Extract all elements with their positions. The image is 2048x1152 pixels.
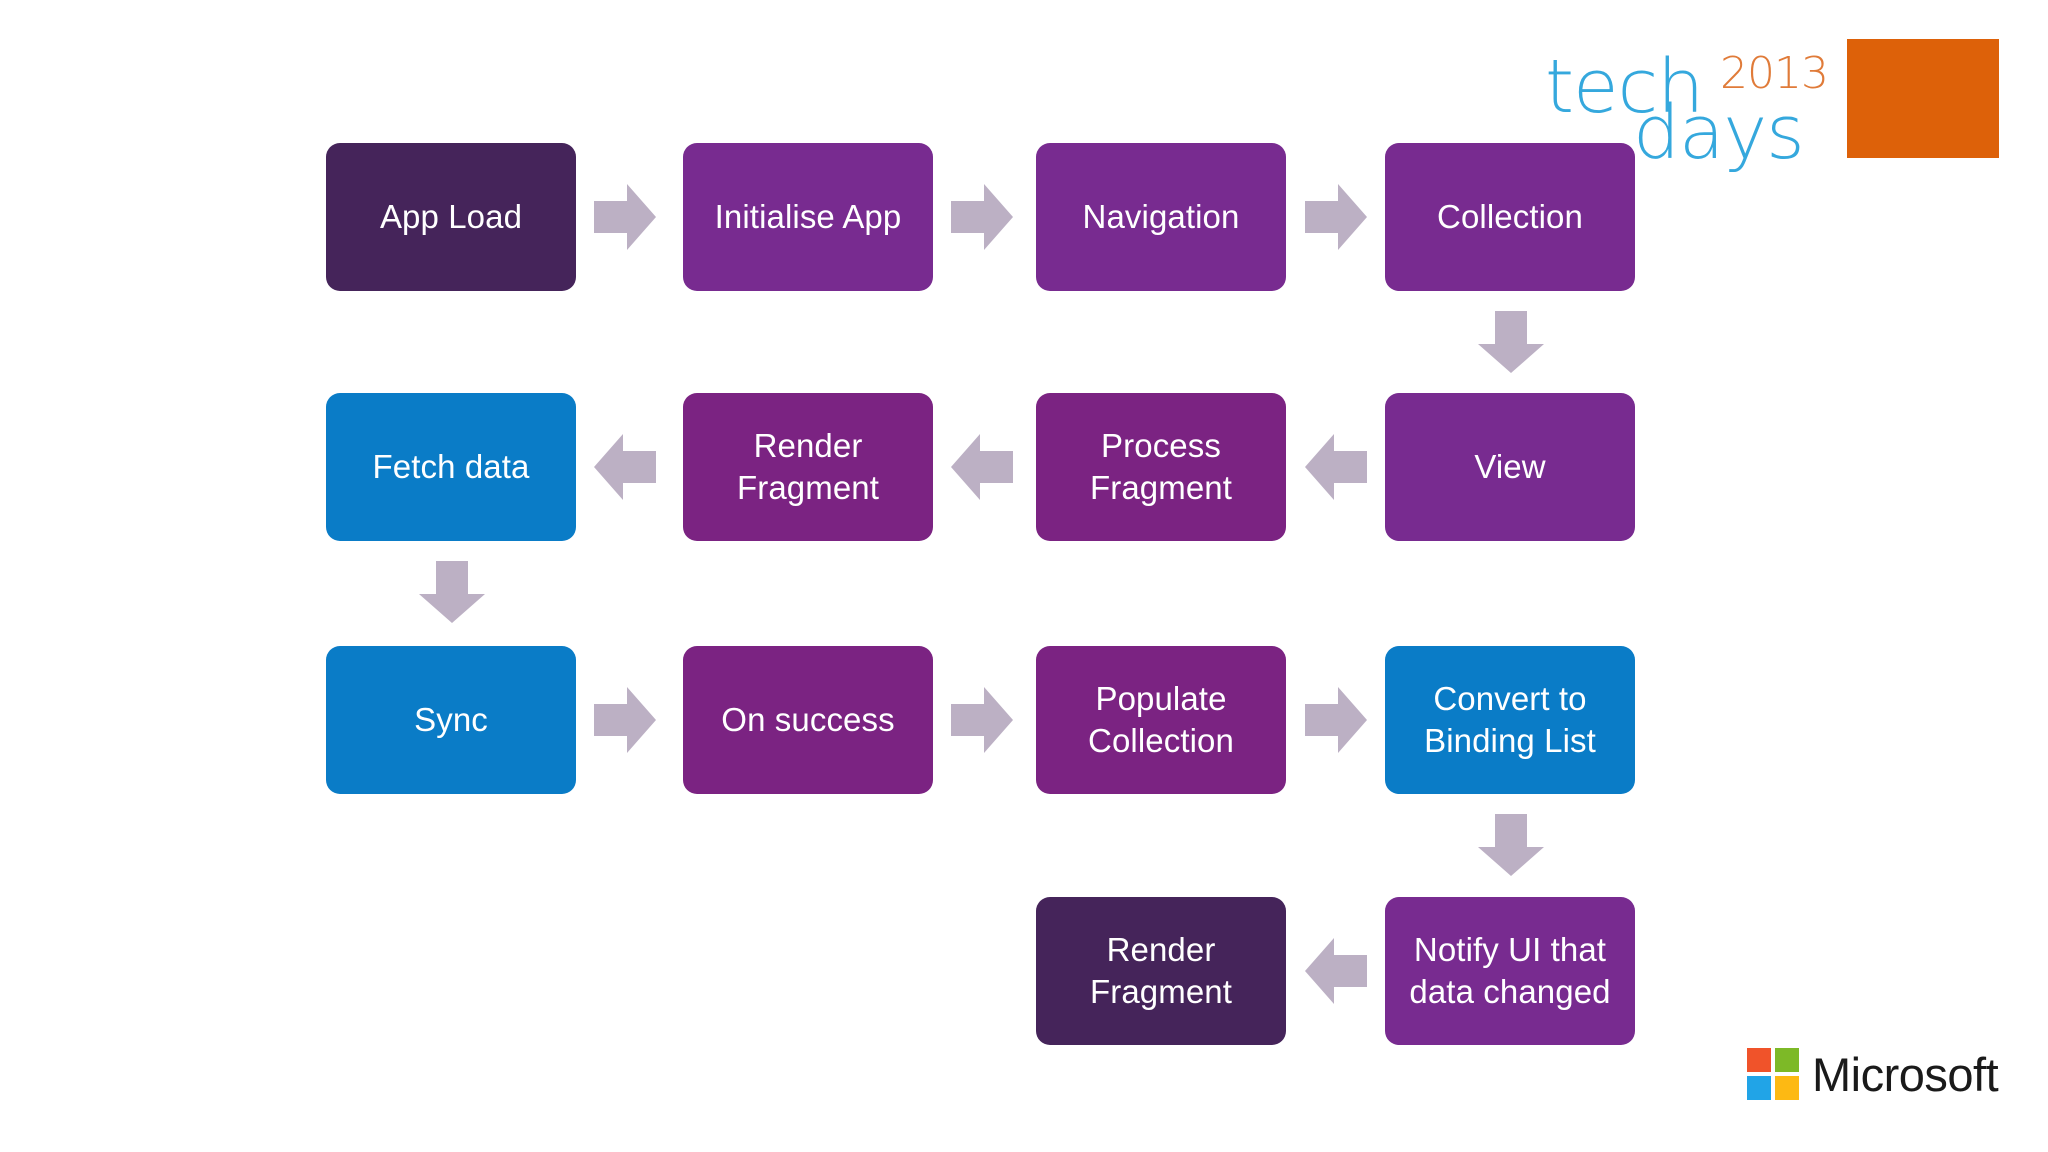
flow-node-on-success[interactable]: On success <box>683 646 933 794</box>
flow-node-notify-ui[interactable]: Notify UI that data changed <box>1385 897 1635 1045</box>
arrow-right-navigation-to-collection <box>1305 184 1367 250</box>
flow-node-navigation[interactable]: Navigation <box>1036 143 1286 291</box>
arrow-right-app-load-to-initialise-app <box>594 184 656 250</box>
flow-node-sync[interactable]: Sync <box>326 646 576 794</box>
microsoft-tile-green <box>1775 1048 1799 1072</box>
microsoft-tile-yellow <box>1775 1076 1799 1100</box>
flow-node-label: Render Fragment <box>1089 930 1233 1010</box>
flow-node-label: Process Fragment <box>1089 426 1233 506</box>
techdays-logo-days-text: days <box>1633 90 1805 176</box>
arrow-left-process-fragment-to-render-fragment <box>951 434 1013 500</box>
flow-node-label: App Load <box>379 197 523 235</box>
flow-node-label: View <box>1474 447 1546 485</box>
microsoft-tile-red <box>1747 1048 1771 1072</box>
flow-node-label: Sync <box>414 700 488 738</box>
flow-node-label: Initialise App <box>714 197 902 235</box>
flow-node-collection[interactable]: Collection <box>1385 143 1635 291</box>
arrow-down-fetch-data-to-sync <box>419 561 485 623</box>
flow-node-fetch-data[interactable]: Fetch data <box>326 393 576 541</box>
flow-node-label: Convert to Binding List <box>1424 679 1596 759</box>
flow-node-view[interactable]: View <box>1385 393 1635 541</box>
techdays-logo: tech 2013 days <box>1545 28 1835 173</box>
techdays-logo-tech-text: tech <box>1545 44 1704 130</box>
flow-node-render-fragment[interactable]: Render Fragment <box>683 393 933 541</box>
flow-node-label: On success <box>721 700 895 738</box>
flow-node-app-load[interactable]: App Load <box>326 143 576 291</box>
arrow-right-initialise-app-to-navigation <box>951 184 1013 250</box>
arrow-left-notify-ui-to-render-fragment-2 <box>1305 938 1367 1004</box>
flow-node-label: Fetch data <box>372 447 530 485</box>
microsoft-window-icon <box>1747 1048 1799 1100</box>
flow-node-render-fragment-2[interactable]: Render Fragment <box>1036 897 1286 1045</box>
flow-node-populate-collection[interactable]: Populate Collection <box>1036 646 1286 794</box>
arrow-left-render-fragment-to-fetch-data <box>594 434 656 500</box>
arrow-down-collection-to-view <box>1478 311 1544 373</box>
flow-node-label: Populate Collection <box>1088 679 1234 759</box>
arrow-down-convert-binding-list-to-notify-ui <box>1478 814 1544 876</box>
flow-node-label: Notify UI that data changed <box>1409 930 1611 1010</box>
arrow-right-sync-to-on-success <box>594 687 656 753</box>
arrow-right-on-success-to-populate-collection <box>951 687 1013 753</box>
flow-node-process-fragment[interactable]: Process Fragment <box>1036 393 1286 541</box>
flow-node-label: Navigation <box>1082 197 1240 235</box>
flow-node-label: Collection <box>1437 197 1583 235</box>
microsoft-tile-blue <box>1747 1076 1771 1100</box>
microsoft-wordmark: Microsoft <box>1812 1047 1999 1101</box>
arrow-left-view-to-process-fragment <box>1305 434 1367 500</box>
microsoft-logo: Microsoft <box>1747 1047 1999 1101</box>
flow-node-initialise-app[interactable]: Initialise App <box>683 143 933 291</box>
flow-node-label: Render Fragment <box>736 426 880 506</box>
orange-square-block <box>1847 39 1999 158</box>
arrow-right-populate-collection-to-convert-binding-list <box>1305 687 1367 753</box>
flow-node-convert-binding-list[interactable]: Convert to Binding List <box>1385 646 1635 794</box>
techdays-logo-year-text: 2013 <box>1720 48 1829 99</box>
